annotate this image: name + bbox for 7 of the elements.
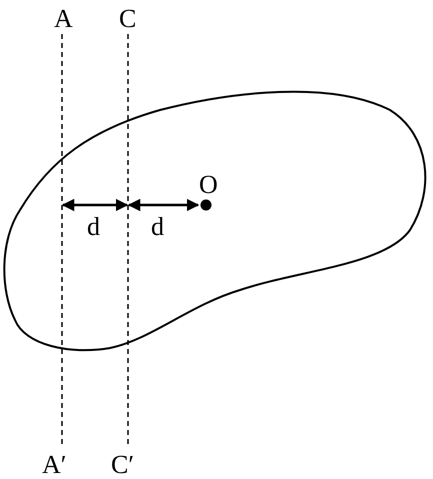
distance-label: d xyxy=(151,214,164,240)
distance-label: d xyxy=(87,214,100,240)
axis-label: A′ xyxy=(42,452,66,478)
axis-label: A xyxy=(54,6,73,32)
point-label: O xyxy=(199,172,218,198)
axis-label: C′ xyxy=(111,452,134,478)
axis-label: C xyxy=(119,6,136,32)
